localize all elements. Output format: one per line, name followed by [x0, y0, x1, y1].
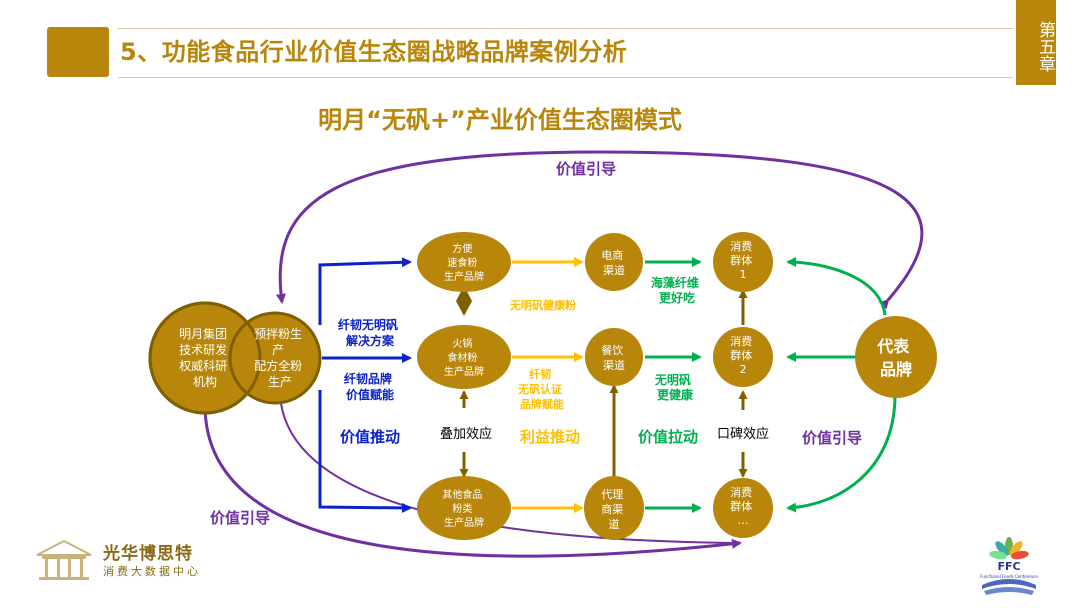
pavilion-icon	[36, 539, 92, 580]
arrow-guide-bottom	[203, 404, 742, 558]
node-consumer2	[713, 327, 773, 387]
node-hotpot-brand	[417, 325, 511, 389]
svg-text:代表 品牌: 代表 品牌	[876, 337, 915, 379]
arrow-guide-top	[275, 150, 924, 310]
label-healthy-powder: 无明矾健康粉	[509, 298, 576, 312]
research-line4: 机构	[193, 374, 217, 389]
label-guide-top: 价值引导	[556, 160, 616, 178]
research-line2: 技术研发	[179, 342, 227, 357]
research-line3: 权威科研	[179, 359, 227, 373]
node-rep-brand	[855, 316, 937, 398]
svg-text:其他食品 粉类 生产品牌: 其他食品 粉类 生产品牌	[442, 488, 485, 529]
svg-text:代理 商渠 道: 代理 商渠 道	[601, 488, 627, 531]
svg-text:餐饮 渠道: 餐饮 渠道	[601, 343, 627, 372]
arrow-guide-bottom-inner	[279, 394, 741, 544]
diamond-connector	[456, 286, 472, 316]
premix-line2: 产	[272, 343, 284, 357]
ffc-globe-icon: FFC Functional Foods Conference	[980, 537, 1038, 595]
svg-text:消费 群体 …: 消费 群体 …	[730, 485, 756, 527]
node-consumer-n	[713, 478, 773, 538]
arrow-premix-instant	[318, 257, 412, 325]
ffc-caption: Functional Foods Conference	[980, 574, 1038, 579]
label-healthier: 无明矾 更健康	[654, 372, 695, 402]
arrow-premix-other	[318, 390, 412, 513]
label-value-pull: 价值拉动	[638, 428, 698, 446]
label-profit-push: 利益推动	[520, 428, 580, 446]
node-catering	[585, 328, 643, 386]
label-guide-bottom: 价值引导	[210, 509, 270, 527]
header-divider-bottom	[118, 77, 1013, 78]
svg-text:消费 群体 2: 消费 群体 2	[730, 334, 756, 376]
header-accent-block	[47, 27, 109, 77]
svg-text:明月集团 技术研发 权威科研: 明月集团 技术研发 权威科研 机构	[179, 326, 231, 389]
svg-text:消费 群体 1: 消费 群体 1	[730, 239, 756, 281]
arrow-rep-consumer1	[786, 257, 887, 316]
premix-line4: 生产	[268, 375, 292, 389]
ffc-mark: FFC	[997, 560, 1020, 573]
label-solution: 纤韧无明矾 解决方案	[338, 317, 402, 348]
logo-left-brand: 光华博思特	[103, 544, 193, 564]
label-cert-empower: 纤韧 无矾认证 品牌赋能	[517, 367, 566, 411]
premix-line3: 配方全粉	[254, 358, 302, 373]
logo-guanghua: 光华博思特 消费大数据中心	[33, 535, 223, 585]
logo-left-sub: 消费大数据中心	[103, 565, 201, 578]
chapter-tab: 第五章	[1016, 0, 1056, 85]
svg-text:预拌粉生 产 配方全粉: 预拌粉生 产 配方全粉 生产	[254, 326, 306, 389]
node-consumer1	[713, 232, 773, 292]
svg-text:方便 速食粉 生产品牌: 方便 速食粉 生产品牌	[444, 242, 484, 283]
svg-text:火锅 食材粉 生产品牌: 火锅 食材粉 生产品牌	[444, 338, 484, 378]
svg-text:电商 渠道: 电商 渠道	[601, 248, 627, 277]
node-premix	[228, 311, 322, 405]
slide-title: 5、功能食品行业价值生态圈战略品牌案例分析	[120, 38, 628, 66]
label-wom-effect: 口碑效应	[717, 426, 769, 442]
node-instant-brand	[417, 232, 511, 292]
header-divider-top	[118, 28, 1013, 29]
node-agent	[584, 476, 644, 540]
diagram-title: 明月“无矾+”产业价值生态圈模式	[318, 106, 682, 134]
research-line1: 明月集团	[179, 326, 227, 341]
node-other-brand	[417, 476, 511, 540]
premix-line1: 预拌粉生	[254, 326, 302, 341]
node-ecommerce	[585, 233, 643, 291]
logo-ffc: FFC Functional Foods Conference	[974, 535, 1044, 601]
label-seaweed: 海藻纤维 更好吃	[651, 275, 703, 305]
label-guide-right: 价值引导	[802, 429, 862, 447]
arrow-rep-consumern	[786, 394, 897, 513]
label-brand-empower: 纤韧品牌 价值赋能	[344, 371, 396, 402]
label-value-push: 价值推动	[340, 428, 400, 446]
label-stack-effect: 叠加效应	[440, 426, 492, 442]
